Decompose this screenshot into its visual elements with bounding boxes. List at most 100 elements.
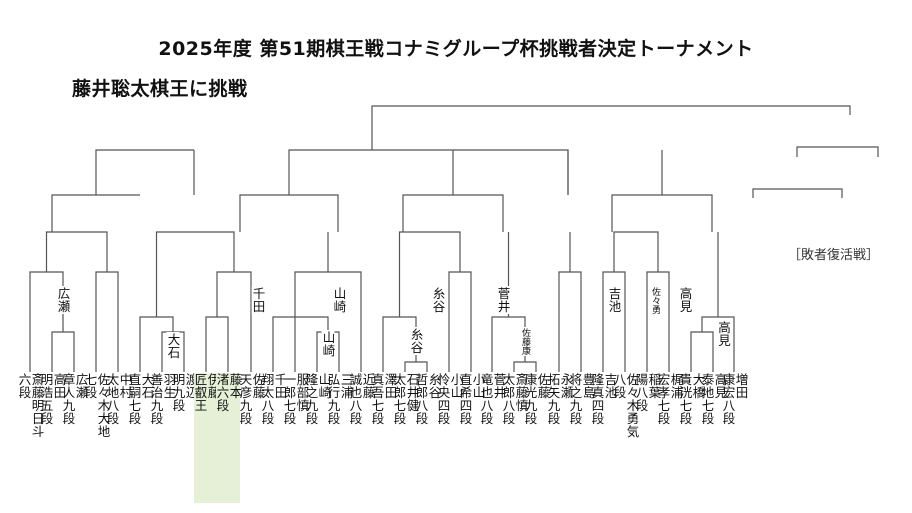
winner-label-w8: 菅井: [495, 286, 511, 314]
player-name: 佐藤: [250, 373, 266, 399]
player-rank: 天彦九段: [237, 373, 253, 425]
winner-label-w3: 千田: [250, 286, 266, 314]
repechage-label: ［敗者復活戦］: [788, 248, 880, 263]
player-name: 羽生: [161, 373, 177, 399]
player-rank: 六段: [16, 373, 32, 399]
r2-line-e: [272, 316, 329, 372]
player-rank: 哲郎八段: [413, 373, 429, 425]
player-name: 服部慎: [294, 373, 310, 412]
player-name: 中村: [117, 373, 133, 399]
player-p7: 羽生善治九段: [148, 373, 177, 503]
player-rank: 一郎七段: [281, 373, 297, 425]
player-name: 豊島: [580, 373, 596, 399]
winner-label-w12: 高見: [677, 286, 693, 314]
winner-label-w4: 山崎: [331, 286, 347, 314]
player-p11: 佐藤天彦九段: [237, 373, 266, 503]
player-p17: 澤田真吾七段: [369, 373, 398, 503]
player-rank: 太郎八段: [500, 373, 516, 425]
player-rank: 竜也八段: [478, 373, 494, 425]
player-p3: 広瀬章人九段: [60, 373, 89, 503]
final-line: [371, 105, 851, 150]
winner-label-w2: 大石: [165, 332, 181, 360]
player-rank: 章人九段: [60, 373, 76, 425]
r4-line-2: [239, 194, 339, 232]
winner-label-w9: 佐藤康: [520, 327, 530, 356]
player-rank: 真吾七段: [369, 373, 385, 425]
player-p13: 服部慎一郎七段: [281, 373, 310, 503]
player-p14: 山崎隆之九段: [304, 373, 332, 503]
player-rank: 貴洸七段: [677, 373, 693, 425]
player-rank: 明浩五段: [38, 373, 54, 425]
player-p4: 佐々木大地七段: [83, 373, 111, 503]
player-name: 広瀬: [73, 373, 89, 399]
player-p21: 小山直希四段: [457, 373, 486, 503]
player-name: 小山: [448, 373, 464, 399]
player-p33: 増田康宏八段: [720, 373, 749, 503]
player-p23: 斎藤慎太郎八段: [500, 373, 529, 503]
player-rank: 拓矢九段: [545, 373, 561, 425]
winner-label-w13: 高見: [716, 320, 731, 348]
repechage-line-1: [796, 146, 879, 157]
player-name: 石井健: [404, 373, 420, 412]
player-rank: 康宏八段: [720, 373, 736, 425]
player-rank: 康光九段: [522, 373, 538, 425]
player-name: 高田: [51, 373, 67, 399]
winner-label-w1: 広瀬: [55, 286, 71, 314]
player-name: 藤本: [227, 373, 243, 399]
winner-label-w5: 山崎: [320, 330, 336, 358]
player-rank: 陽八段: [633, 373, 649, 412]
player-name: 高見: [712, 373, 728, 399]
player-rank: 宏孝七段: [655, 373, 671, 425]
player-rank: 誠也八段: [347, 373, 363, 425]
r2-line-d: [216, 271, 252, 372]
match-line-p31-p32: [690, 331, 714, 372]
page-title: 2025年度 第51期棋王戦コナミグループ杯挑戦者決定トーナメント: [158, 38, 754, 60]
player-p26: 豊島将之九段: [567, 373, 596, 503]
player-p12: 千田翔太八段: [260, 373, 288, 503]
match-line-p23-p24: [513, 361, 537, 372]
player-p25: 永瀬拓矢九段: [545, 373, 574, 503]
player-p10: 藤本渚六段: [215, 373, 243, 503]
r4-line-4: [611, 194, 713, 232]
player-rank: 太郎七段: [391, 373, 407, 425]
player-name: 澤田: [382, 373, 398, 399]
r2-line-h: [448, 271, 472, 372]
player-name: 大橋: [690, 373, 706, 399]
player-p6: 大石直嗣七段: [126, 373, 155, 503]
player-rank: 将之九段: [567, 373, 583, 425]
r4-line-1a: [51, 194, 140, 232]
player-p18: 石井健太郎七段: [391, 373, 420, 503]
match-line-p2-p3: [51, 331, 75, 372]
winner-label-w11: 佐々勇: [650, 286, 660, 315]
player-name: 吉池: [602, 373, 618, 399]
player-name: 三浦: [338, 373, 354, 399]
player-p1: 斎藤明日斗六段: [16, 373, 45, 503]
winner-label-w7: 糸谷: [408, 327, 424, 355]
player-p24: 佐藤康光九段: [522, 373, 551, 503]
r5-line-left: [288, 149, 569, 195]
r3-line-2: [155, 231, 235, 317]
player-name: 山崎: [316, 373, 332, 399]
player-name: 斎藤慎: [513, 373, 529, 412]
player-name: 斎藤明日斗: [29, 373, 45, 438]
player-p30: 梶浦宏孝七段: [655, 373, 684, 503]
player-rank: 太地八段: [104, 373, 120, 425]
player-rank: 直希四段: [457, 373, 473, 425]
player-p32: 高見泰地七段: [700, 373, 728, 503]
player-rank: 直嗣七段: [126, 373, 142, 425]
r4-line-1b: [95, 149, 194, 195]
player-name: 稲葉: [646, 373, 662, 399]
player-rank: 匠叡王: [192, 373, 208, 412]
player-p16: 近藤誠也八段: [347, 373, 376, 503]
r2-line-j: [558, 271, 582, 372]
player-rank: 善治九段: [148, 373, 164, 425]
player-rank: 怜央四段: [435, 373, 451, 425]
player-p29: 稲葉陽八段: [633, 373, 662, 503]
player-name: 佐藤: [535, 373, 551, 399]
player-p15: 三浦弘行九段: [326, 373, 354, 503]
r4-line-3: [402, 194, 504, 232]
player-name: 近藤: [360, 373, 376, 399]
player-p5: 中村太地八段: [104, 373, 133, 503]
player-p19: 糸谷哲郎八段: [413, 373, 442, 503]
player-p28: 佐々木勇気八段: [612, 373, 640, 503]
